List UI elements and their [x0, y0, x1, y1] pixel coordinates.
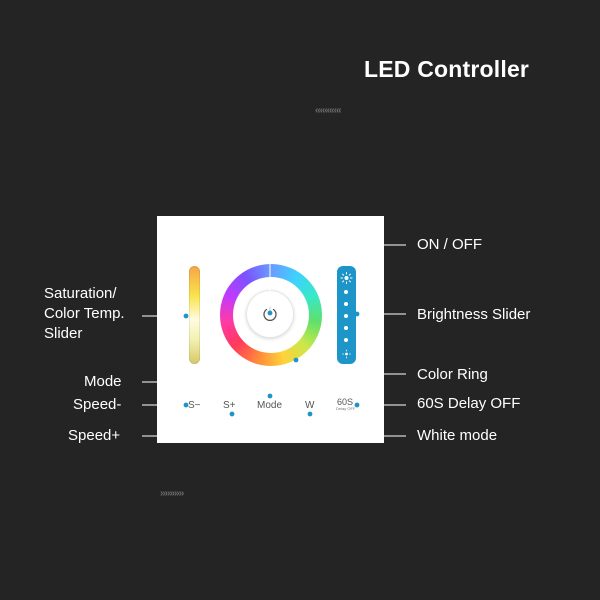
sun-icon — [340, 272, 353, 284]
mode-button[interactable]: Mode — [257, 400, 283, 411]
speed-minus-button[interactable]: S− — [188, 400, 201, 411]
decorative-chevrons-top: ‹‹‹‹‹‹‹‹‹‹‹ — [315, 105, 342, 116]
callout-line-on-off — [269, 244, 406, 313]
delay-off-button[interactable]: 60S — [337, 397, 354, 407]
callout-mode: Mode — [84, 373, 122, 390]
callout-line-mode — [142, 381, 271, 396]
speed-plus-button[interactable]: S+ — [223, 400, 236, 411]
saturation-slider[interactable] — [189, 266, 200, 364]
callout-dot-white — [307, 411, 313, 417]
page-title: LED Controller — [364, 56, 530, 82]
callout-dot-saturation — [183, 313, 189, 319]
callout-dot-speed-minus — [183, 402, 189, 408]
brightness-level-dot — [344, 326, 348, 330]
callout-delay: 60S Delay OFF — [417, 395, 521, 412]
callout-on-off: ON / OFF — [417, 236, 482, 253]
callout-dot-speed-plus — [229, 411, 235, 417]
callout-dot-mode — [267, 393, 273, 399]
callout-line-white — [309, 414, 406, 437]
callout-dot-color-ring — [293, 357, 299, 363]
callout-speed-plus: Speed+ — [68, 427, 121, 444]
brightness-level-dot — [344, 302, 348, 306]
callout-line-speed-plus — [142, 414, 233, 437]
decorative-chevrons-bottom: ›››››››››› — [160, 488, 184, 499]
brightness-level-dot — [344, 338, 348, 342]
delay-off-sublabel: Delay OFF — [336, 406, 356, 411]
brightness-level-dot — [344, 290, 348, 294]
callout-saturation-line1: Saturation/ — [44, 285, 117, 302]
brightness-level-dot — [344, 314, 348, 318]
dim-sun-icon — [342, 349, 351, 359]
callout-brightness: Brightness Slider — [417, 306, 531, 323]
callout-speed-minus: Speed- — [73, 396, 122, 413]
callout-line-color-ring — [295, 360, 406, 375]
callout-color-ring: Color Ring — [417, 366, 488, 383]
white-mode-button[interactable]: W — [305, 400, 315, 411]
callout-saturation-line3: Slider — [44, 325, 83, 342]
callout-dot-brightness — [354, 311, 360, 317]
callout-dot-on-off — [267, 310, 273, 316]
callout-saturation-line2: Color Temp. — [44, 305, 125, 322]
callout-dot-delay — [354, 402, 360, 408]
callout-white-mode: White mode — [417, 427, 498, 444]
